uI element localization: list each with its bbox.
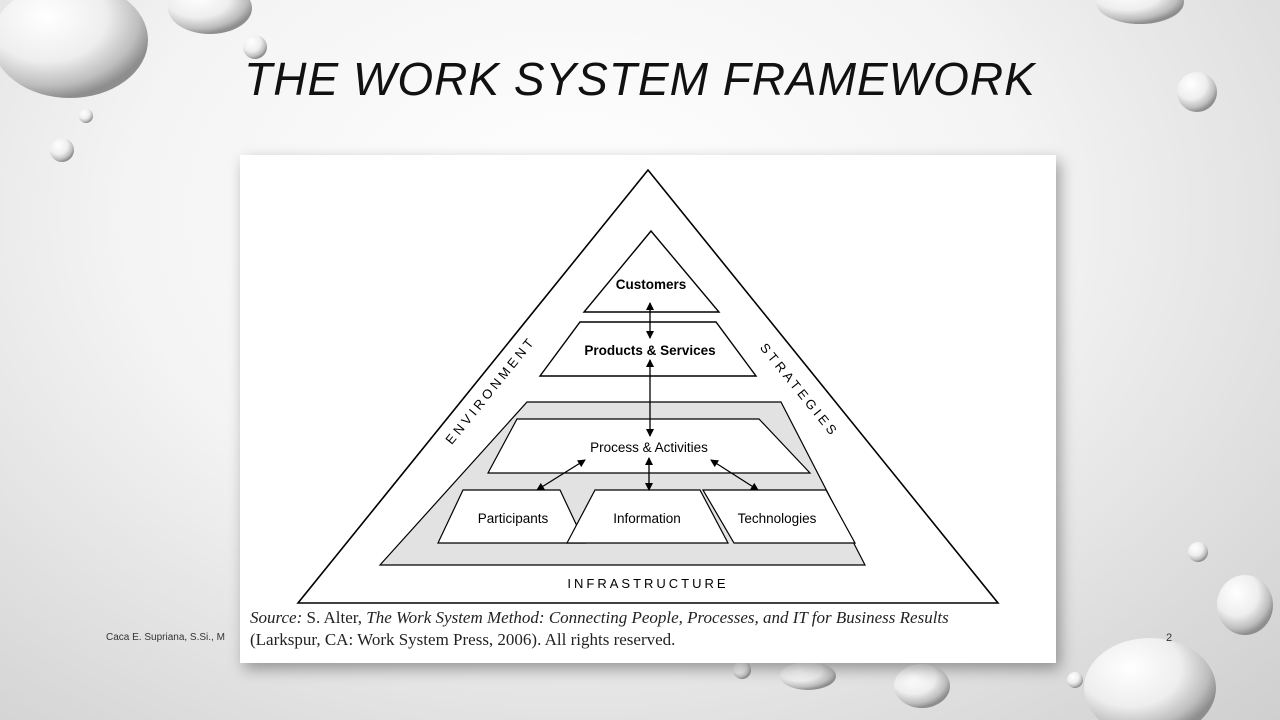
work-system-diagram: Customers Products & Services Process & … — [296, 168, 1000, 604]
drop-right-low — [1217, 575, 1273, 635]
products-services-box — [538, 321, 758, 377]
drop-top-left-large — [0, 0, 148, 98]
slide-title: THE WORK SYSTEM FRAMEWORK — [244, 53, 1036, 105]
label-customers: Customers — [616, 277, 687, 292]
information-box — [566, 489, 729, 544]
arrow-process-technologies — [710, 459, 759, 491]
source-publisher: (Larkspur, CA: Work System Press, 2006).… — [250, 630, 676, 649]
slide-footer-author: Caca E. Supriana, S.Si., M — [106, 632, 225, 643]
slide-page-number: 2 — [1166, 632, 1173, 644]
source-prefix: Source: — [250, 608, 303, 627]
label-process-activities: Process & Activities — [590, 440, 708, 455]
drop-left-small-1 — [79, 109, 93, 123]
drop-right-mid — [1188, 542, 1208, 562]
arrow-process-participants — [536, 459, 586, 491]
work-system-figure: Customers Products & Services Process & … — [240, 155, 1056, 663]
label-products-services: Products & Services — [584, 343, 715, 358]
drop-right-upper — [1177, 72, 1217, 112]
label-information: Information — [613, 511, 681, 526]
drop-top-left-small — [243, 35, 267, 59]
drop-left-small-2 — [50, 138, 74, 162]
drop-bottom-right-large — [1084, 638, 1216, 720]
drop-bottom-mid-1 — [894, 664, 950, 708]
label-technologies: Technologies — [738, 511, 817, 526]
technologies-box — [701, 489, 857, 544]
source-citation: Source: S. Alter, The Work System Method… — [250, 607, 1050, 651]
drop-bottom-mid-3 — [780, 662, 836, 690]
drop-top-left-medium — [168, 0, 252, 34]
source-author: S. Alter, — [302, 608, 367, 627]
label-infrastructure: INFRASTRUCTURE — [567, 576, 728, 591]
label-participants: Participants — [478, 511, 549, 526]
source-book-title: The Work System Method: Connecting Peopl… — [366, 608, 949, 627]
drop-bottom-mid-4 — [733, 661, 751, 679]
drop-top-right — [1096, 0, 1184, 24]
drop-bottom-mid-2 — [1067, 672, 1083, 688]
